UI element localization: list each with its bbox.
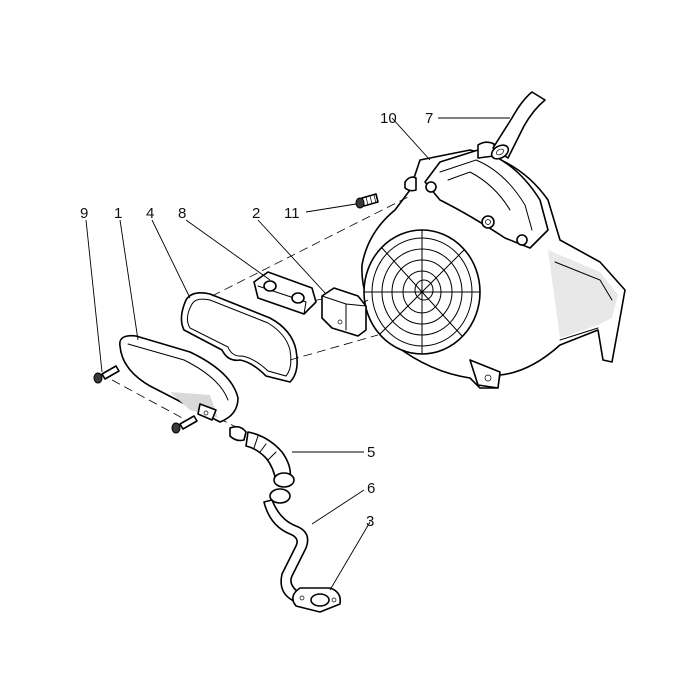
screw-9-lower	[171, 415, 198, 434]
callout-1: 1	[114, 205, 122, 222]
elbow-hose-5	[229, 425, 295, 488]
screw-9-upper	[93, 365, 120, 384]
fan-cover-housing	[361, 141, 626, 389]
gasket-4	[180, 292, 298, 383]
leader-lines	[85, 117, 510, 591]
callout-6: 6	[367, 480, 375, 497]
callout-2: 2	[252, 205, 260, 222]
callout-11: 11	[284, 205, 300, 222]
rubber-pad-2	[321, 287, 367, 337]
callout-4: 4	[146, 205, 154, 222]
callout-9: 9	[80, 205, 88, 222]
callout-labels: 1 2 3 4 5 6 7 8 9 10 11	[80, 110, 433, 530]
screw-11	[355, 193, 379, 209]
callout-8: 8	[178, 205, 186, 222]
flange-gasket-3	[292, 587, 342, 613]
callout-3: 3	[366, 513, 374, 530]
callout-5: 5	[367, 444, 375, 461]
cooling-hose	[490, 91, 546, 160]
callout-10: 10	[380, 110, 397, 127]
callout-7: 7	[425, 110, 433, 127]
spacer-block-8	[253, 271, 317, 315]
inlet-cover-1	[119, 334, 239, 423]
